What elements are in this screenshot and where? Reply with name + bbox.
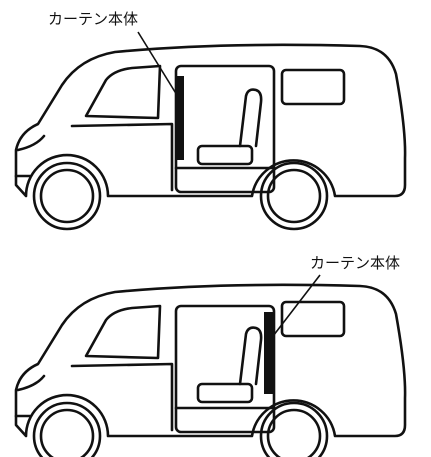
callout-leader-top	[137, 31, 181, 101]
van-rear-window	[280, 68, 346, 106]
van-seat-back	[238, 326, 263, 386]
van-figure-bottom	[14, 283, 407, 457]
van-headlight	[16, 134, 46, 152]
van-headlight	[16, 374, 46, 392]
van-front-window	[84, 304, 162, 360]
van-seat-cushion	[196, 144, 254, 166]
van-seat-back	[238, 88, 263, 148]
curtain-body-top	[176, 76, 184, 160]
van-rear-wheel-outer	[259, 161, 329, 231]
van-door-opening	[174, 64, 276, 194]
van-body-outline	[14, 43, 407, 198]
van-figure-top	[14, 43, 407, 231]
van-rear-window	[280, 300, 346, 338]
callout-label-bottom: カーテン本体	[310, 254, 400, 272]
van-rear-wheel-inner	[266, 168, 322, 224]
van-front-wheel-outer	[32, 401, 102, 457]
van-body-outline	[14, 283, 407, 438]
callout-label-top: カーテン本体	[48, 10, 138, 28]
van-front-door-line	[70, 362, 174, 432]
curtain-body-bottom	[264, 312, 273, 394]
van-front-wheel-inner	[39, 408, 95, 457]
callout-leader-bottom	[269, 274, 321, 341]
van-front-door-line	[70, 122, 174, 192]
van-front-wheel-inner	[39, 168, 95, 224]
van-rear-wheel-inner	[266, 408, 322, 457]
van-seat-cushion	[196, 382, 254, 404]
van-rear-wheel-outer	[259, 401, 329, 457]
van-front-wheel-outer	[32, 161, 102, 231]
van-front-window	[84, 64, 162, 120]
van-door-opening	[174, 304, 276, 434]
